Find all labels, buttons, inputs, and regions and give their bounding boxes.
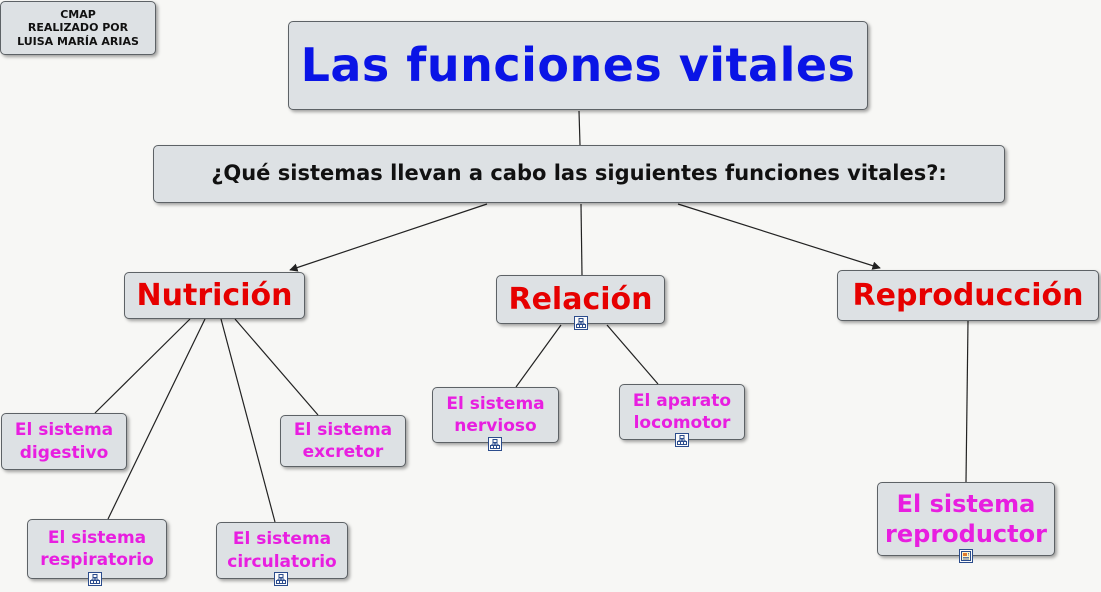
question-node[interactable]: ¿Qué sistemas llevan a cabo las siguient…	[153, 145, 1005, 203]
concept-sistema-nervioso-label: El sistema nervioso	[446, 393, 545, 436]
link-nutricion-digestivo	[94, 318, 191, 414]
concept-nutricion-label: Nutrición	[136, 278, 293, 313]
question-label: ¿Qué sistemas llevan a cabo las siguient…	[211, 161, 947, 186]
link-question-nutricion	[289, 203, 488, 272]
concept-sistema-circulatorio[interactable]: El sistema circulatorio	[216, 522, 348, 579]
link-relacion-nervioso	[515, 324, 562, 388]
concept-sistema-respiratorio[interactable]: El sistema respiratorio	[27, 519, 167, 579]
author-credit-label: CMAP REALIZADO POR LUISA MARÍA ARIAS	[17, 8, 139, 48]
concept-aparato-locomotor-label: El aparato locomotor	[632, 390, 732, 433]
concept-map-icon[interactable]	[88, 572, 102, 586]
link-nutricion-circulatorio	[220, 318, 276, 523]
concept-relacion-label: Relación	[508, 282, 653, 317]
concept-map-icon[interactable]	[488, 437, 502, 451]
concept-map-icon[interactable]	[675, 433, 689, 447]
concept-sistema-reproductor-label: El sistema reproductor	[885, 490, 1047, 548]
concept-sistema-digestivo-label: El sistema digestivo	[14, 420, 114, 463]
link-title-question	[578, 110, 581, 146]
link-nutricion-respiratorio	[107, 318, 206, 520]
concept-reproduccion[interactable]: Reproducción	[837, 270, 1099, 321]
concept-sistema-excretor[interactable]: El sistema excretor	[280, 415, 406, 467]
concept-sistema-reproductor[interactable]: El sistema reproductor	[877, 482, 1055, 556]
link-reproduccion-reproductor	[965, 320, 969, 483]
map-title: Las funciones vitales	[300, 38, 856, 93]
concept-sistema-nervioso[interactable]: El sistema nervioso	[432, 387, 559, 443]
concept-sistema-circulatorio-label: El sistema circulatorio	[227, 529, 337, 572]
map-title-node[interactable]: Las funciones vitales	[288, 21, 868, 110]
concept-relacion[interactable]: Relación	[496, 275, 665, 324]
link-question-reproduccion	[677, 203, 881, 270]
concept-reproduccion-label: Reproducción	[852, 278, 1084, 313]
concept-sistema-digestivo[interactable]: El sistema digestivo	[1, 413, 127, 470]
link-nutricion-excretor	[234, 318, 319, 416]
concept-aparato-locomotor[interactable]: El aparato locomotor	[619, 384, 745, 440]
link-relacion-locomotor	[606, 324, 659, 385]
concept-map-icon[interactable]	[574, 316, 588, 330]
concept-sistema-excretor-label: El sistema excretor	[293, 419, 393, 462]
document-icon[interactable]	[959, 549, 973, 563]
concept-map-icon[interactable]	[274, 572, 288, 586]
author-credit: CMAP REALIZADO POR LUISA MARÍA ARIAS	[0, 1, 156, 55]
concept-sistema-respiratorio-label: El sistema respiratorio	[40, 527, 154, 570]
concept-nutricion[interactable]: Nutrición	[124, 272, 305, 319]
link-question-relacion	[580, 203, 583, 276]
